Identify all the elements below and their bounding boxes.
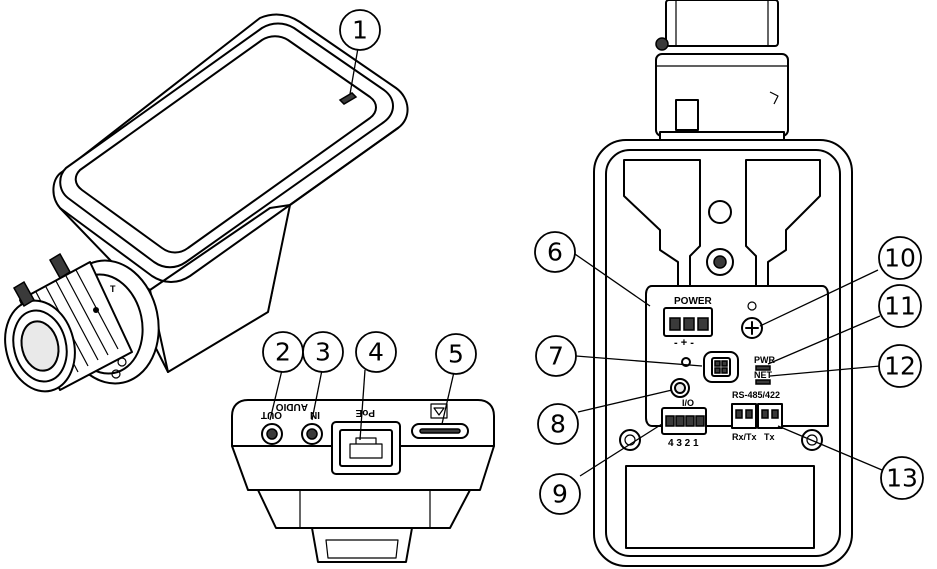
camera-connector-panel: OUT IN AUDIO PoE <box>231 399 495 563</box>
svg-text:3: 3 <box>315 338 331 367</box>
poe-label: PoE <box>355 407 375 418</box>
svg-text:7: 7 <box>548 342 564 371</box>
callout-7: 7 <box>535 335 577 377</box>
svg-text:12: 12 <box>884 352 916 381</box>
callout-5: 5 <box>435 333 477 375</box>
svg-text:4: 4 <box>368 338 384 367</box>
callout-2: 2 <box>262 331 304 373</box>
pwr-led-label: PWR <box>754 355 775 365</box>
camera-body-3d-view: T <box>4 13 409 393</box>
callout-13: 13 <box>880 456 924 500</box>
callout-4: 4 <box>355 331 397 373</box>
audio-label: AUDIO <box>276 401 308 412</box>
rxtx-label: Rx/Tx <box>732 432 757 442</box>
callout-3: 3 <box>302 331 344 373</box>
callout-12: 12 <box>878 344 922 388</box>
io-label: I/O <box>682 398 694 408</box>
focus-handle <box>12 280 36 308</box>
svg-text:10: 10 <box>884 244 916 273</box>
callout-9: 9 <box>539 473 581 515</box>
svg-text:13: 13 <box>886 464 918 493</box>
rs485-label: RS-485/422 <box>732 390 780 400</box>
power-pins-label: - + - <box>674 337 694 349</box>
svg-text:8: 8 <box>550 410 566 439</box>
io-pins-label: 4 3 2 1 <box>668 438 699 449</box>
tx-label: Tx <box>764 432 775 442</box>
camera-rear-view: POWER - + - PWR NET I/O 4 3 2 1 <box>593 0 853 567</box>
callout-6: 6 <box>534 231 576 273</box>
callout-leaders <box>269 47 883 477</box>
svg-text:2: 2 <box>275 338 291 367</box>
svg-text:9: 9 <box>552 480 568 509</box>
callout-11: 11 <box>878 284 922 328</box>
lens-tele-label: T <box>110 284 116 294</box>
callout-1: 1 <box>339 9 381 51</box>
power-label: POWER <box>674 296 713 307</box>
svg-text:6: 6 <box>547 238 563 267</box>
callout-8: 8 <box>537 403 579 445</box>
audio-in-label: IN <box>310 409 320 420</box>
zoom-handle <box>48 252 72 280</box>
svg-text:1: 1 <box>352 16 368 45</box>
svg-text:5: 5 <box>448 340 464 369</box>
callout-10: 10 <box>878 236 922 280</box>
svg-text:11: 11 <box>884 292 916 321</box>
net-led-label: NET <box>754 370 773 380</box>
